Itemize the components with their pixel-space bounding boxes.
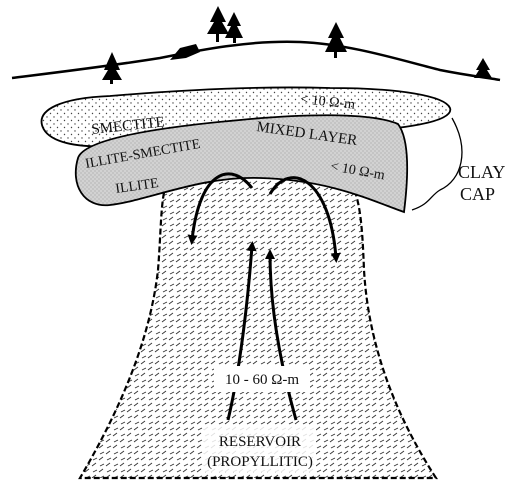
tree-icon	[102, 52, 122, 84]
reservoir-resistivity-label: 10 - 60 Ω-m	[225, 372, 299, 388]
rock-icon	[170, 44, 200, 60]
clay-cap-bracket	[412, 118, 462, 210]
clay-cap-label-line1: CLAY	[458, 162, 505, 182]
tree-icon	[474, 58, 492, 78]
tree-icon	[325, 22, 347, 58]
reservoir-label-line1: RESERVOIR	[219, 434, 301, 450]
reservoir-label-line2: (PROPYLLITIC)	[207, 454, 313, 470]
ground-surface	[12, 42, 500, 80]
clay-cap-label-line2: CAP	[460, 184, 495, 204]
tree-icon	[207, 6, 243, 43]
